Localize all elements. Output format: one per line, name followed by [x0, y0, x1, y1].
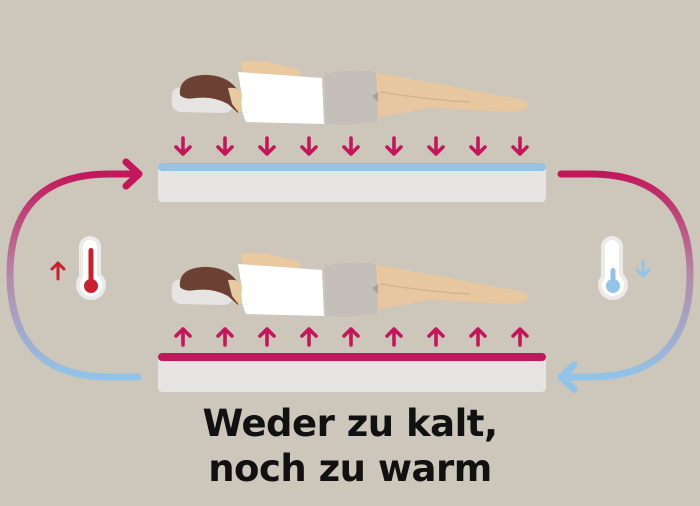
- trend-down-icon: [635, 259, 651, 278]
- cycle-arrow-left: [6, 158, 143, 381]
- cycle-arrow-right: [557, 170, 694, 393]
- sleeping-person-figure: [170, 60, 529, 126]
- thermometer-cold-icon: [598, 236, 628, 300]
- trend-up-icon: [50, 261, 66, 281]
- pressure-arrows-up: [174, 327, 529, 347]
- top-panel: [158, 60, 546, 202]
- sleeping-person-figure: [170, 252, 529, 318]
- caption-line-1: Weder zu kalt,: [202, 402, 498, 445]
- thermometer-hot-icon: [76, 236, 106, 300]
- caption-line-2: noch zu warm: [208, 447, 492, 490]
- bottom-panel: [158, 252, 546, 392]
- mattress-warm: [158, 353, 546, 392]
- pressure-arrows-down: [174, 136, 529, 156]
- mattress-cool: [158, 163, 546, 202]
